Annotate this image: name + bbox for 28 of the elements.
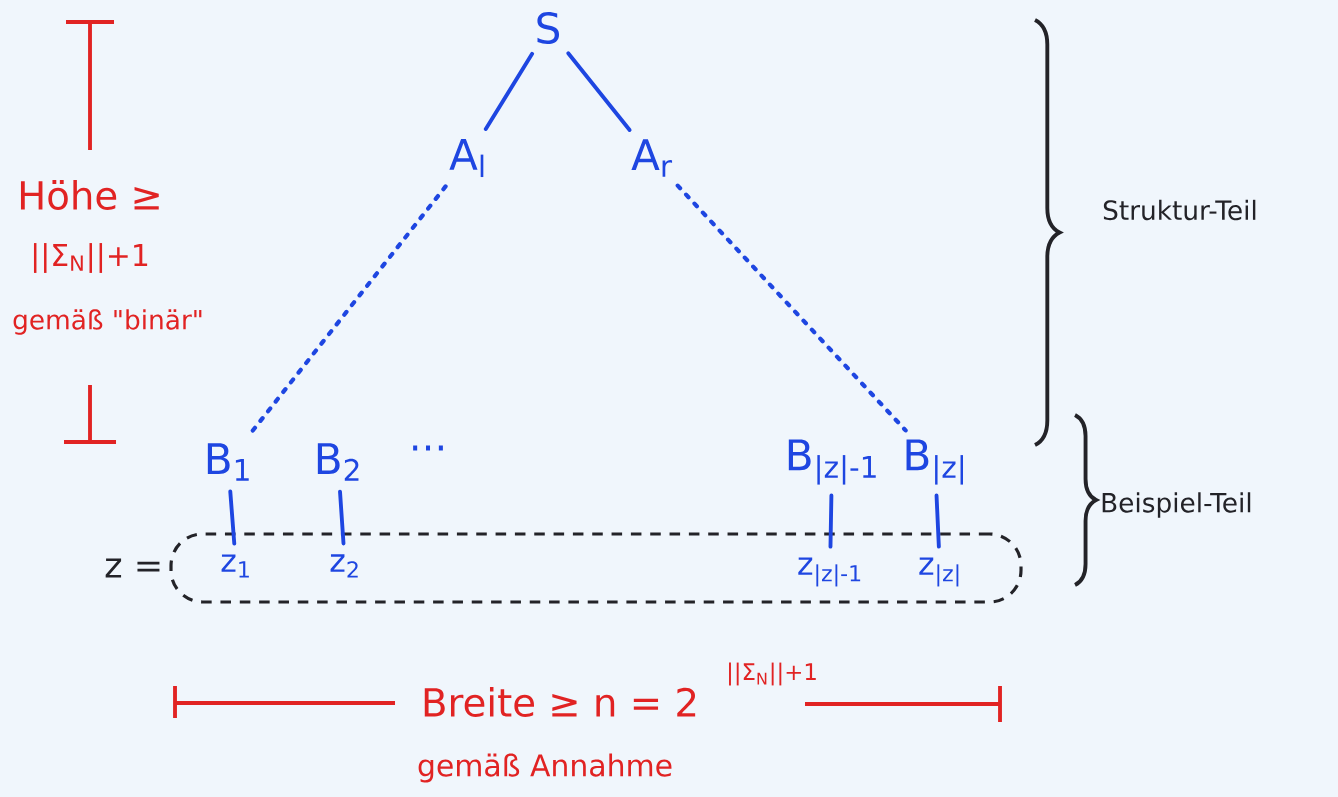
tree-edge bbox=[828, 493, 834, 549]
tree-symbol: S bbox=[537, 12, 560, 44]
superscript-text: ||Σ$_{N}$||+1 bbox=[729, 662, 816, 686]
tree-symbol: B$_{|z|}$ bbox=[906, 439, 963, 485]
annotation-text: gemäß "binär" bbox=[13, 309, 202, 335]
tree-symbol: z$_{1}$ bbox=[221, 554, 249, 578]
tree-edge bbox=[338, 489, 346, 546]
tree-edge bbox=[566, 51, 632, 132]
annotation-text: Höhe ≥ bbox=[20, 180, 159, 210]
tree-symbol: B$_{|z|-1}$ bbox=[788, 439, 876, 485]
tree-edge bbox=[675, 183, 908, 433]
ellipsis: … bbox=[413, 445, 443, 451]
brace-label: Struktur-Teil bbox=[1103, 199, 1256, 221]
node-caption: z = bbox=[105, 558, 160, 578]
annotation-text: ||Σ$_{N}$||+1 bbox=[33, 243, 148, 273]
tree-symbol: A$_{l}$ bbox=[449, 138, 484, 178]
tree-symbol: A$_{r}$ bbox=[631, 139, 673, 177]
tree-edge bbox=[228, 489, 237, 546]
tree-edge bbox=[483, 51, 535, 131]
annotation-text: Breite ≥ n = 2 bbox=[424, 687, 696, 717]
tree-symbol: B$_{2}$ bbox=[317, 443, 359, 481]
brace-label: Beispiel-Teil bbox=[1102, 492, 1251, 518]
tree-symbol: z$_{|z|-1}$ bbox=[798, 557, 861, 587]
tree-edge bbox=[934, 493, 941, 549]
tree-symbol: z$_{2}$ bbox=[330, 554, 358, 578]
tree-symbol: B$_{1}$ bbox=[207, 443, 249, 481]
tree-symbol: z$_{|z|}$ bbox=[919, 557, 959, 587]
annotation-text: gemäß Annahme bbox=[418, 753, 672, 783]
